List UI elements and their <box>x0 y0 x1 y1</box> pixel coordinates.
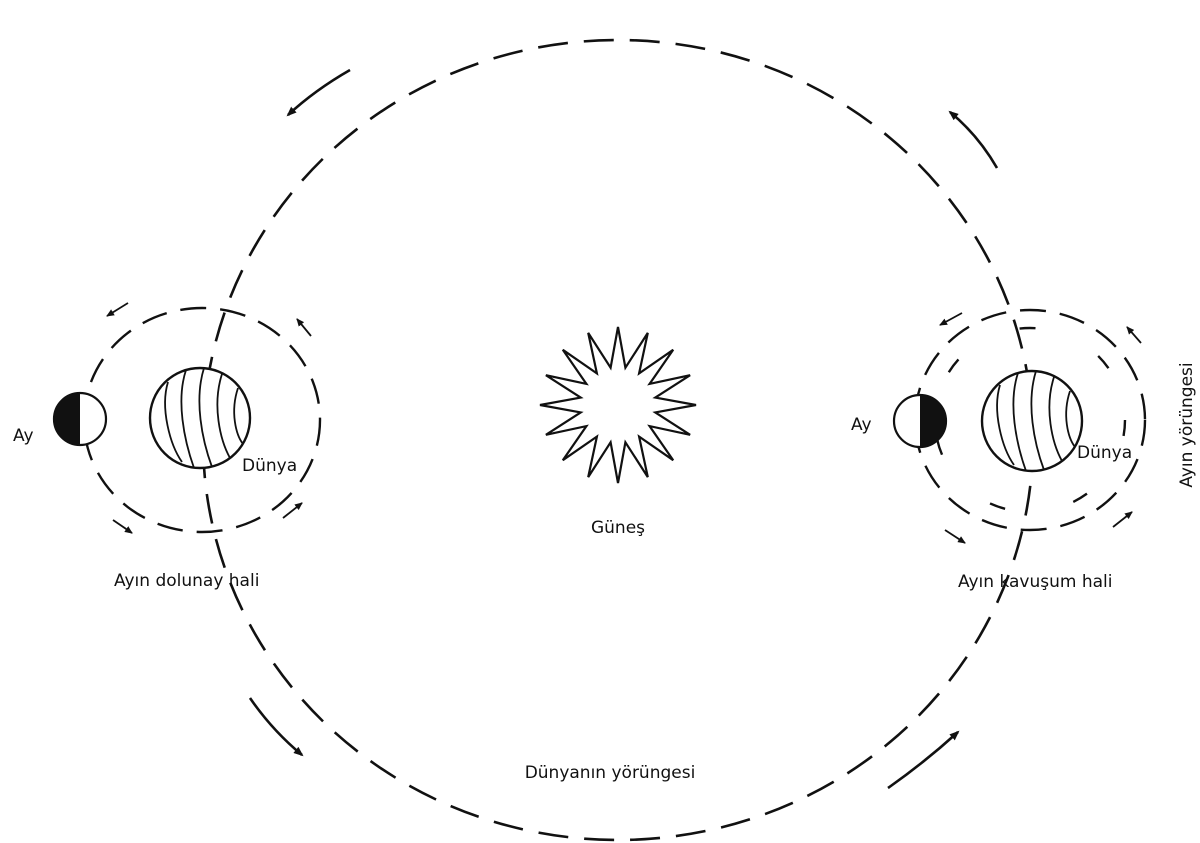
full-moon-group: Ay Dünya Ayın dolunay hali <box>13 302 322 591</box>
arrow-icon <box>944 529 966 544</box>
arrow-icon <box>948 110 999 169</box>
earth-globe-icon <box>980 369 1084 473</box>
sun-icon <box>539 326 697 484</box>
arrow-icon <box>286 68 351 117</box>
arrow-icon <box>1112 511 1133 528</box>
moon-orbit-right <box>913 308 1147 532</box>
arrow-icon <box>1126 326 1142 344</box>
moon-label-left: Ay <box>13 426 34 446</box>
new-moon-label: Ayın kavuşum hali <box>958 572 1112 592</box>
moon-orbit-right-inner <box>933 326 1127 514</box>
arrow-icon <box>296 318 312 337</box>
earth-orbit-arrows <box>248 68 999 790</box>
arrow-icon <box>248 697 304 757</box>
moon-label-right: Ay <box>851 415 872 435</box>
sun-label: Güneş <box>591 518 645 538</box>
earth-globe-icon <box>148 366 252 470</box>
moon-orbit-label: Ayın yörüngesi <box>1177 362 1197 487</box>
earth-label-left: Dünya <box>242 456 297 476</box>
moon-orbit-arrows-right <box>939 312 1142 544</box>
new-moon-group: Ay Dünya Ayın kavuşum hali <box>851 308 1147 592</box>
half-moon-icon <box>892 393 948 449</box>
arrow-icon <box>939 312 963 326</box>
arrow-icon <box>887 730 960 790</box>
arrow-icon <box>112 519 133 534</box>
half-moon-icon <box>52 391 108 447</box>
earth-label-right: Dünya <box>1077 443 1132 463</box>
full-moon-label: Ayın dolunay hali <box>114 571 259 591</box>
moon-orbit-arrows-left <box>106 302 312 534</box>
arrow-icon <box>106 302 129 317</box>
earth-orbit-label: Dünyanın yörüngesi <box>525 763 696 783</box>
arrow-icon <box>282 502 303 519</box>
